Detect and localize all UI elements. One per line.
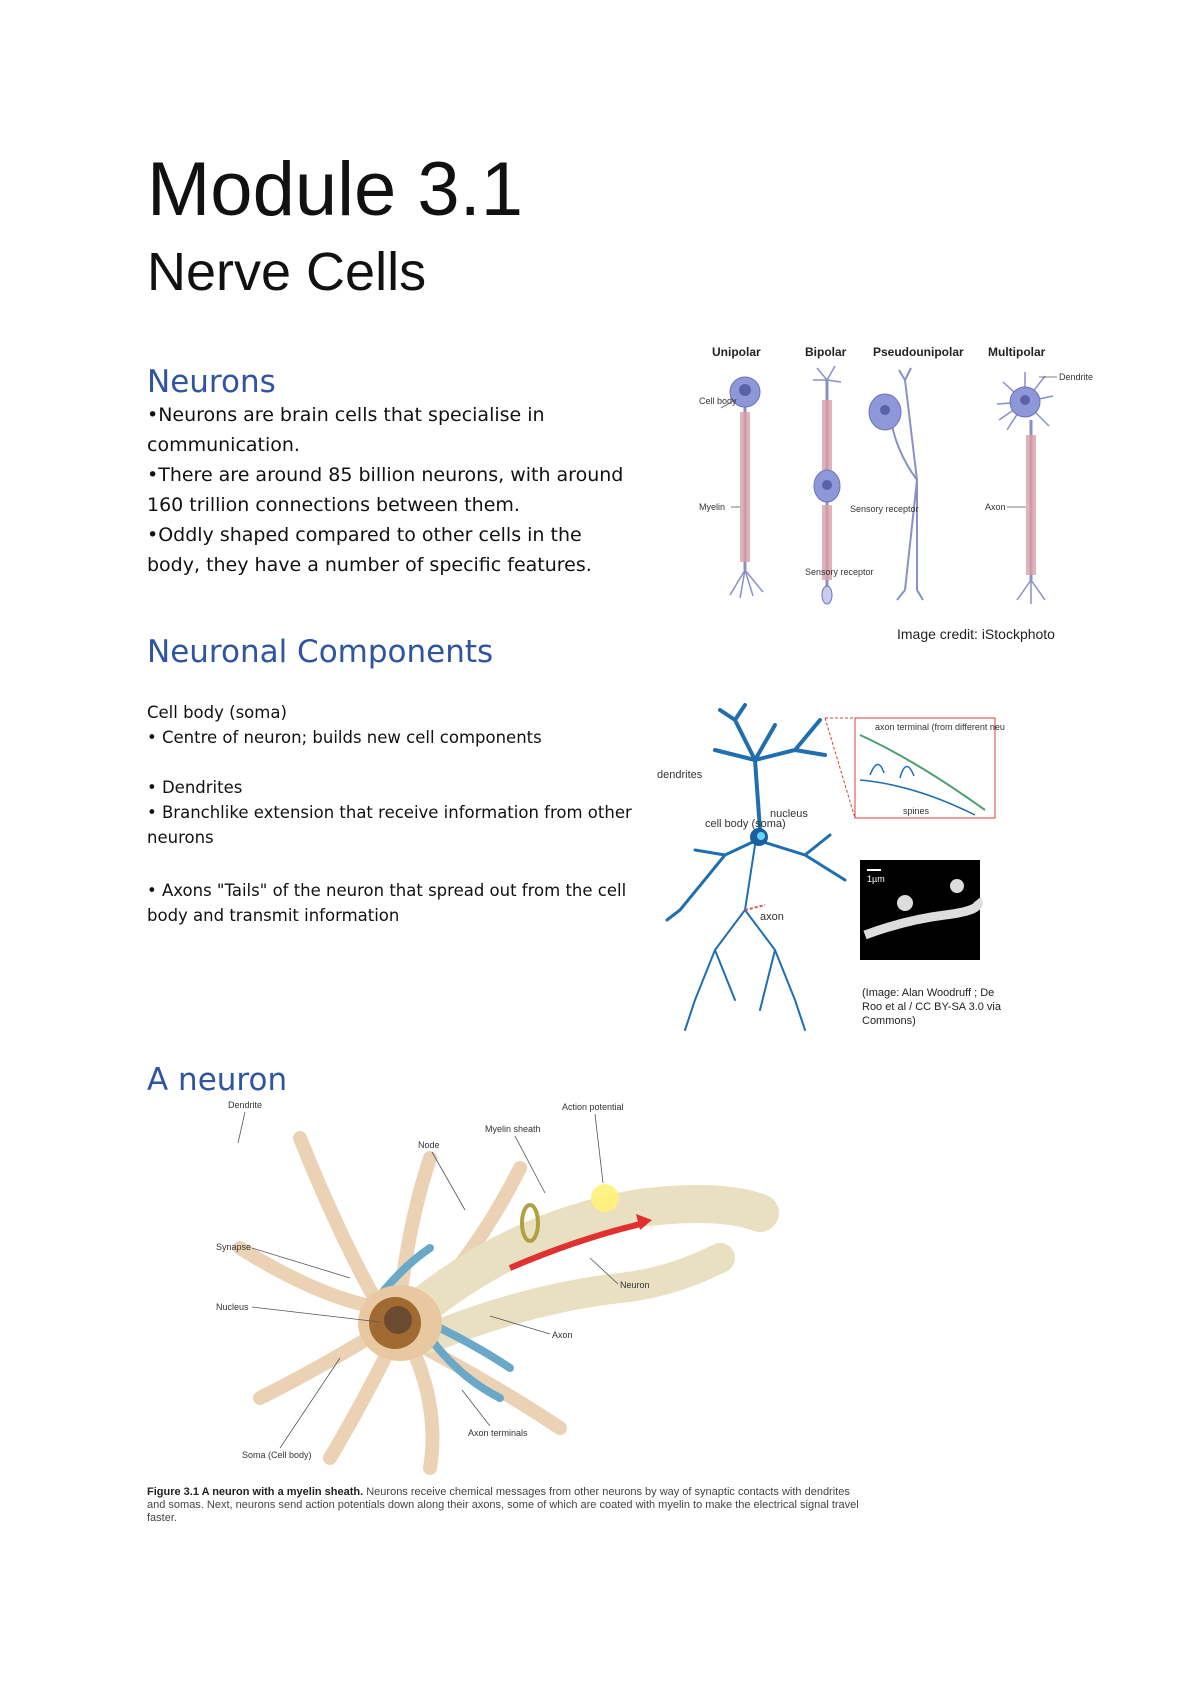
neurons-bullet-1: •Neurons are brain cells that specialise… — [147, 404, 545, 456]
label-sensory-receptor-1: Sensory receptor — [805, 567, 874, 577]
neuron-diagram — [665, 703, 847, 1031]
type-label-multipolar: Multipolar — [988, 345, 1046, 359]
axon-terminal-inset — [824, 717, 996, 819]
type-label-bipolar: Bipolar — [805, 345, 847, 359]
label-nucleus: nucleus — [770, 808, 808, 820]
figure-caption-text: Neurons receive chemical messages from o… — [147, 1486, 859, 1524]
label-soma-cell-body: Soma (Cell body) — [242, 1450, 312, 1460]
label-scale: 1µm — [867, 874, 885, 884]
neurons-bullet-2: •There are around 85 billion neurons, wi… — [147, 464, 624, 516]
component-line-branchlike: • Branchlike extension that receive info… — [147, 803, 632, 847]
label-axon-terminal: axon terminal (from different neuron) — [875, 722, 1005, 732]
label-action-potential: Action potential — [562, 1102, 624, 1112]
label-axon: Axon — [985, 502, 1006, 512]
components-heading: Neuronal Components — [147, 634, 494, 670]
label-axon-terminals: Axon terminals — [468, 1428, 528, 1438]
label-neuron: Neuron — [620, 1280, 650, 1290]
neuron-components-figure: dendrites cell body (soma) nucleus axon … — [657, 703, 1005, 1031]
types-image-credit: Image credit: iStockphoto — [897, 626, 1055, 642]
label-myelin-sheath: Myelin sheath — [485, 1124, 541, 1134]
unipolar-neuron-drawing — [729, 376, 764, 599]
neuron-types-figure: Unipolar Bipolar Pseudounipolar Multipol… — [699, 345, 1093, 605]
label-dendrites: dendrites — [657, 769, 703, 781]
label-nucleus-big: Nucleus — [216, 1302, 249, 1312]
label-axon-small: axon — [760, 911, 784, 923]
label-node: Node — [418, 1140, 440, 1150]
label-synapse: Synapse — [216, 1242, 251, 1252]
type-label-unipolar: Unipolar — [712, 345, 761, 359]
label-dendrite-big: Dendrite — [228, 1100, 262, 1110]
component-line-centre: • Centre of neuron; builds new cell comp… — [147, 728, 542, 747]
figure-caption-title: Figure 3.1 A neuron with a myelin sheath… — [147, 1486, 364, 1498]
multipolar-neuron-drawing — [996, 372, 1054, 604]
components-text: Cell body (soma) • Centre of neuron; bui… — [147, 700, 647, 928]
dendrite-micrograph — [860, 860, 983, 960]
label-sensory-receptor-2: Sensory receptor — [850, 504, 919, 514]
label-cell-body-soma: cell body (soma) — [705, 818, 786, 830]
type-label-pseudounipolar: Pseudounipolar — [873, 345, 964, 359]
neuron-illustration — [233, 1131, 779, 1475]
label-spines: spines — [903, 806, 930, 816]
page-title: Module 3.1 — [147, 147, 524, 232]
myelinated-neuron-figure: Dendrite Action potential Myelin sheath … — [216, 1100, 779, 1475]
component-line-dendrites: • Dendrites — [147, 778, 243, 797]
pseudounipolar-neuron-drawing — [868, 367, 924, 601]
component-line-axons: • Axons "Tails" of the neuron that sprea… — [147, 881, 627, 925]
bipolar-neuron-drawing — [813, 365, 842, 605]
a-neuron-heading: A neuron — [147, 1062, 288, 1098]
label-cell-body: Cell body — [699, 396, 737, 406]
figure-caption: Figure 3.1 A neuron with a myelin sheath… — [147, 1486, 867, 1525]
label-myelin: Myelin — [699, 502, 725, 512]
components-image-credit: (Image: Alan Woodruff ; De Roo et al / C… — [862, 987, 1001, 1027]
label-axon-big: Axon — [552, 1330, 573, 1340]
neurons-heading: Neurons — [147, 364, 276, 400]
neurons-bullet-list: •Neurons are brain cells that specialise… — [147, 400, 627, 580]
label-dendrite: Dendrite — [1059, 372, 1093, 382]
page-subtitle: Nerve Cells — [147, 242, 427, 302]
neurons-bullet-3: •Oddly shaped compared to other cells in… — [147, 524, 592, 576]
component-line-cell-body: Cell body (soma) — [147, 703, 287, 722]
